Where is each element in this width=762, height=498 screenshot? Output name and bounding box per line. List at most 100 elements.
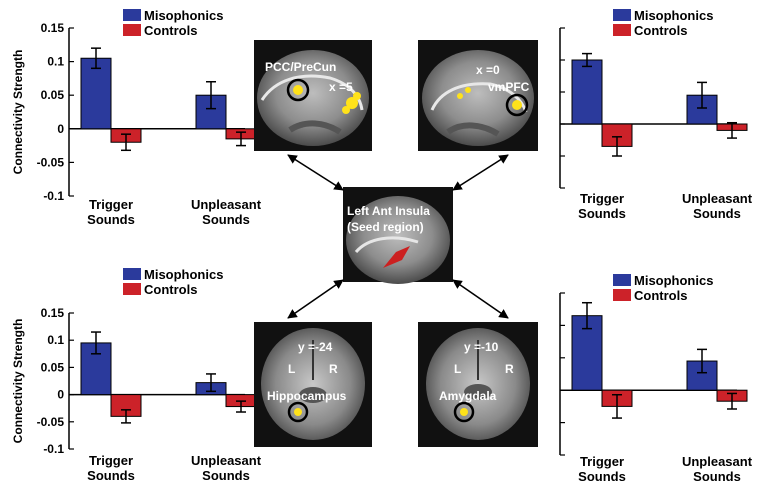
legend-label: Controls	[144, 23, 197, 38]
legend-label: Misophonics	[634, 8, 713, 23]
brain-hippo-right-label: R	[329, 362, 338, 376]
brain-hippocampus-image: y =-24 L R Hippocampus	[254, 322, 372, 447]
brain-hippo-coord-label: y =-24	[298, 340, 333, 354]
bar	[80, 57, 112, 130]
brain-hippo-roi-circle	[287, 401, 309, 423]
x-category-label-line2: Sounds	[202, 212, 250, 227]
brain-vmpfc-brainstem	[446, 122, 500, 137]
brain-pcc-roi-blob	[293, 85, 303, 95]
brain-pcc-brainstem	[288, 120, 342, 135]
x-category-label-line1: Unpleasant	[682, 191, 753, 206]
legend-label: Controls	[634, 23, 687, 38]
y-axis-label: Connectivity Strength	[11, 50, 25, 175]
y-tick-label: 0.15	[41, 21, 65, 35]
y-tick-label: 0.1	[47, 55, 64, 69]
legend-label: Misophonics	[144, 267, 223, 282]
x-category-label-line2: Sounds	[578, 206, 626, 221]
x-category-label-line1: Trigger	[89, 197, 133, 212]
brain-vmpfc-tissue	[422, 50, 534, 146]
x-category-label-line2: Sounds	[693, 206, 741, 221]
bar	[195, 94, 227, 130]
legend-swatch	[613, 24, 631, 36]
brain-vmpfc-roi-circle	[505, 93, 529, 117]
brain-amyg-left-label: L	[454, 362, 461, 376]
legend-swatch	[613, 9, 631, 21]
arrow-seed-to-hippocampus	[287, 279, 344, 319]
x-category-label-line1: Unpleasant	[682, 454, 753, 469]
brain-hippo-ventricle	[299, 387, 327, 403]
brain-vmpfc-region-label: vmPFC	[488, 80, 530, 94]
chart-top-left: 0.15 0.1 0.05 0 -0.05 -0.1 Connectivity Streng…	[11, 8, 262, 227]
brain-vmpfc-image: x =0 vmPFC	[418, 40, 538, 151]
y-tick-label: -0.05	[37, 415, 65, 429]
brain-amyg-roi-circle	[453, 401, 475, 423]
brain-hippo-region-label: Hippocampus	[267, 389, 347, 403]
brain-seed-label-line1: Left Ant Insula	[347, 204, 430, 218]
arrow-seed-to-vmpfc	[452, 154, 509, 191]
brain-pcc-blob-3	[353, 92, 361, 100]
chart-top-right: TriggerSoundsUnpleasantSoundsMisophonics…	[559, 8, 753, 221]
brain-seed-tissue	[346, 196, 450, 284]
brain-amyg-right-label: R	[505, 362, 514, 376]
brain-seed-image: Left Ant Insula (Seed region)	[343, 187, 453, 284]
legend-label: Controls	[144, 282, 197, 297]
x-category-label-line2: Sounds	[202, 468, 250, 483]
brain-seed-label-line2: (Seed region)	[347, 220, 424, 234]
brain-vmpfc-blob	[457, 93, 463, 99]
brain-hippo-tissue	[261, 328, 365, 440]
y-axis-label: Connectivity Strength	[11, 319, 25, 444]
legend-label: Controls	[634, 288, 687, 303]
legend-swatch	[123, 9, 141, 21]
arrow-seed-to-pcc	[287, 154, 344, 191]
chart-bottom-right: TriggerSoundsUnpleasantSoundsMisophonics…	[559, 273, 753, 484]
legend-swatch	[613, 289, 631, 301]
brain-vmpfc-roi-blob	[512, 100, 522, 110]
x-category-label-line2: Sounds	[693, 469, 741, 484]
legend-label: Misophonics	[144, 8, 223, 23]
brain-pcc-blob	[346, 97, 358, 109]
legend-swatch	[613, 274, 631, 286]
brain-amyg-ventricle	[464, 384, 492, 400]
legend-label: Misophonics	[634, 273, 713, 288]
brain-pcc-blob-2	[342, 106, 350, 114]
x-category-label-line1: Unpleasant	[191, 197, 262, 212]
brain-vmpfc-blob-2	[465, 87, 471, 93]
brain-pcc-roi-circle	[286, 78, 310, 102]
x-category-label-line1: Trigger	[580, 191, 624, 206]
brain-pcc-image: PCC/PreCun x =5	[254, 40, 372, 151]
legend-swatch	[123, 268, 141, 280]
brain-hippo-left-label: L	[288, 362, 295, 376]
legend-swatch	[123, 24, 141, 36]
bar	[571, 59, 603, 125]
brain-seed-sulcus	[354, 236, 419, 254]
y-tick-label: -0.1	[43, 442, 64, 456]
arrow-seed-to-amygdala	[452, 279, 509, 319]
y-tick-label: 0.05	[41, 88, 65, 102]
brain-pcc-tissue	[257, 50, 369, 146]
y-tick-label: 0.1	[47, 333, 64, 347]
x-category-label-line2: Sounds	[87, 212, 135, 227]
brain-amyg-coord-label: y =-10	[464, 340, 499, 354]
y-tick-label: -0.05	[37, 155, 65, 169]
legend-swatch	[123, 283, 141, 295]
x-category-label-line2: Sounds	[578, 469, 626, 484]
brain-pcc-coord-label: x =5	[329, 80, 353, 94]
brain-amyg-region-label: Amygdala	[439, 389, 497, 403]
brain-hippo-roi-blob	[294, 408, 302, 416]
x-category-label-line1: Unpleasant	[191, 453, 262, 468]
brain-pcc-region-label: PCC/PreCun	[265, 60, 336, 74]
brain-vmpfc-coord-label: x =0	[476, 63, 500, 77]
brain-seed-blob	[383, 246, 410, 268]
y-tick-label: -0.1	[43, 189, 64, 203]
x-category-label-line2: Sounds	[87, 468, 135, 483]
x-category-label-line1: Trigger	[580, 454, 624, 469]
y-tick-label: 0	[57, 122, 64, 136]
brain-amyg-roi-blob	[460, 408, 468, 416]
brain-amygdala-image: y =-10 L R Amygdala	[418, 322, 538, 447]
x-category-label-line1: Trigger	[89, 453, 133, 468]
y-tick-label: 0	[57, 388, 64, 402]
chart-bottom-left: 0.15 0.1 0.05 0 -0.05 -0.1 Connectivity Streng…	[11, 267, 262, 483]
y-tick-label: 0.05	[41, 360, 65, 374]
y-tick-label: 0.15	[41, 306, 65, 320]
